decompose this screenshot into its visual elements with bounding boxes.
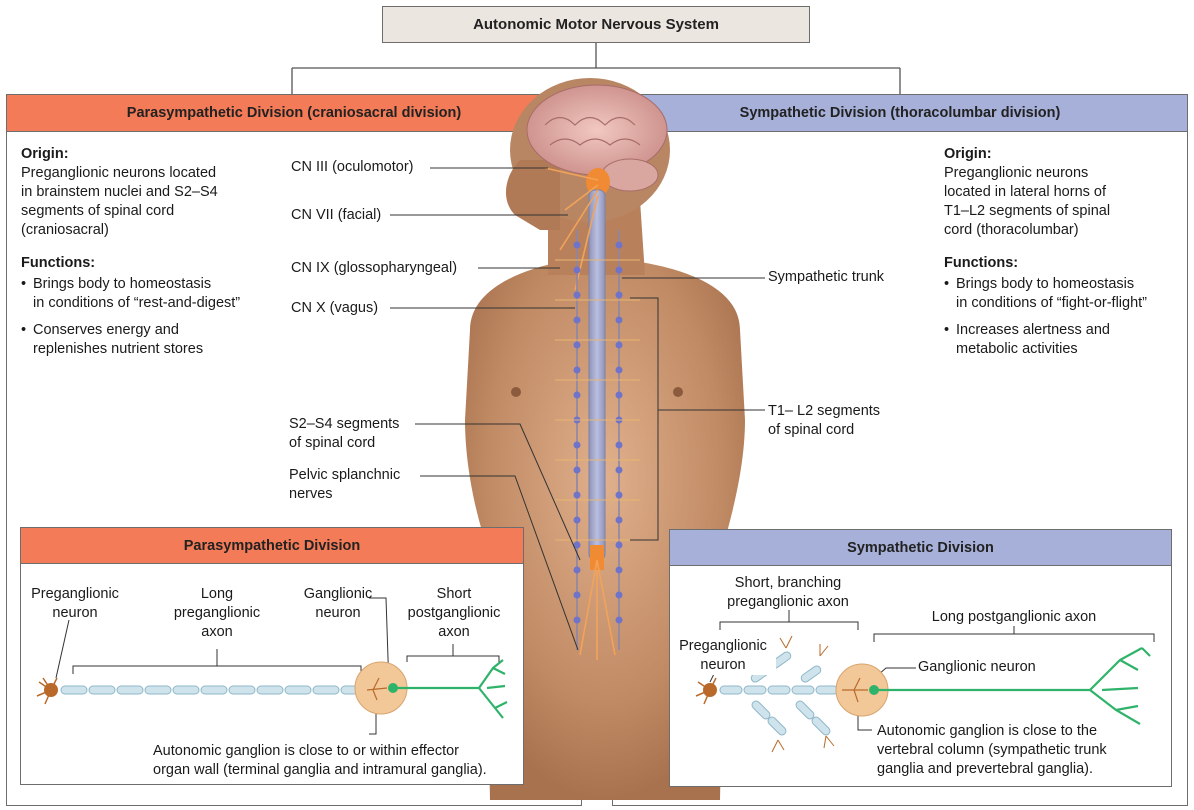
label-pelvic: Pelvic splanchnic nerves bbox=[289, 467, 401, 502]
para-inset-header: Parasympathetic Division bbox=[21, 528, 523, 564]
label-t1l2: T1– L2 segments of spinal cord bbox=[768, 403, 881, 438]
symp-functions-list: Brings body to homeostasis in conditions… bbox=[944, 275, 1184, 359]
label-cn7: CN VII (facial) bbox=[291, 207, 382, 223]
label-cn9: CN IX (glossopharyngeal) bbox=[291, 260, 458, 276]
para-ganglionic-neuron-label: Ganglionic neuron bbox=[303, 586, 373, 621]
para-short-axon-label: Short postganglionic axon bbox=[407, 586, 501, 640]
symp-ganglion-note: Autonomic ganglion is close to the verte… bbox=[877, 723, 1107, 777]
symp-functions-heading: Functions: bbox=[944, 255, 1019, 271]
para-origin-block: Origin: Preganglionic neurons located in… bbox=[21, 145, 286, 367]
symp-inset-box: Sympathetic Division bbox=[669, 529, 1172, 787]
symp-origin-heading: Origin: bbox=[944, 146, 992, 162]
label-cn3: CN III (oculomotor) bbox=[291, 159, 414, 175]
para-function-item: Conserves energy and replenishes nutrien… bbox=[21, 321, 286, 359]
para-preganglionic-neuron-label: Preganglionic neuron bbox=[31, 586, 119, 621]
symp-ganglionic-neuron-label: Ganglionic neuron bbox=[918, 659, 1036, 675]
symp-short-axon-label: Short, branching preganglionic axon bbox=[727, 575, 849, 610]
symp-function-item: Brings body to homeostasis in conditions… bbox=[944, 275, 1184, 313]
label-cn10: CN X (vagus) bbox=[291, 300, 379, 316]
para-origin-text: Preganglionic neurons located in brainst… bbox=[21, 165, 218, 238]
para-inset-box: Parasympathetic Division bbox=[20, 527, 524, 785]
diagram-title: Autonomic Motor Nervous System bbox=[382, 6, 810, 43]
sympathetic-header: Sympathetic Division (thoracolumbar divi… bbox=[613, 95, 1187, 132]
symp-function-item: Increases alertness and metabolic activi… bbox=[944, 321, 1184, 359]
para-origin-heading: Origin: bbox=[21, 146, 69, 162]
label-sympathetic-trunk: Sympathetic trunk bbox=[768, 269, 885, 285]
symp-origin-text: Preganglionic neurons located in lateral… bbox=[944, 165, 1111, 238]
symp-inset-header: Sympathetic Division bbox=[670, 530, 1171, 566]
para-long-axon-label: Long preganglionic axon bbox=[173, 586, 261, 640]
label-s2s4: S2–S4 segments of spinal cord bbox=[289, 416, 400, 451]
para-functions-list: Brings body to homeostasis in conditions… bbox=[21, 275, 286, 359]
symp-origin-block: Origin: Preganglionic neurons located in… bbox=[944, 145, 1184, 367]
parasympathetic-header: Parasympathetic Division (craniosacral d… bbox=[7, 95, 581, 132]
symp-long-axon-label: Long postganglionic axon bbox=[931, 609, 1097, 625]
para-functions-heading: Functions: bbox=[21, 255, 96, 271]
para-neuron-diagram bbox=[36, 597, 508, 735]
symp-preganglionic-neuron-label: Preganglionic neuron bbox=[670, 637, 776, 675]
para-ganglion-note: Autonomic ganglion is close to or within… bbox=[153, 743, 487, 778]
para-function-item: Brings body to homeostasis in conditions… bbox=[21, 275, 286, 313]
